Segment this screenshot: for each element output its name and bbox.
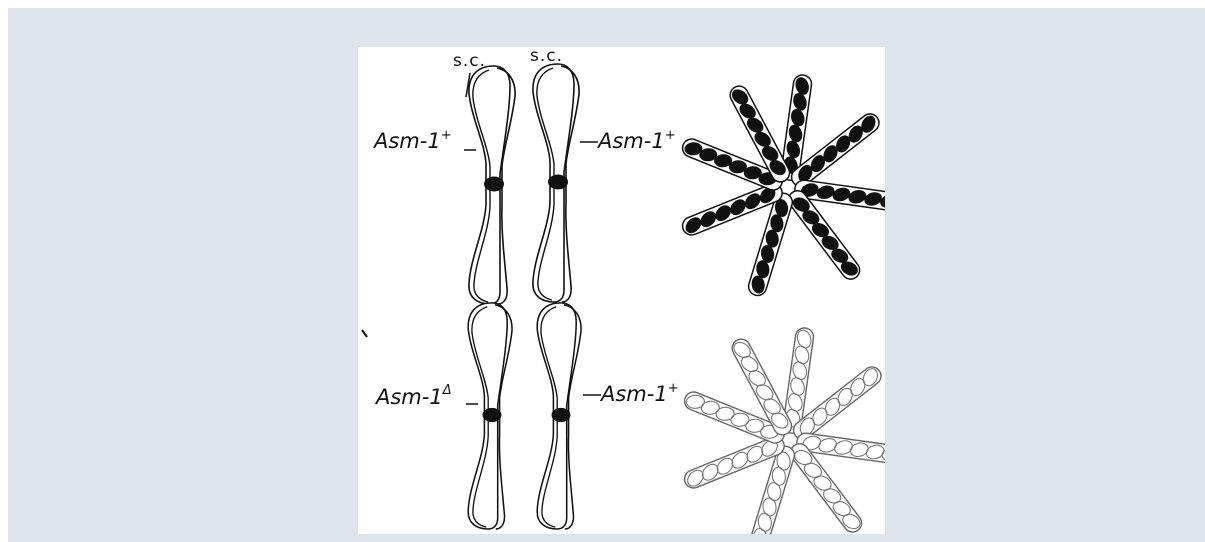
- gene-label-top-right: Asm-1+: [596, 128, 676, 153]
- chromosome-top-left: [469, 66, 515, 304]
- ascus-dark-rosette: [680, 74, 885, 298]
- chromosome-bottom-right: [537, 303, 581, 529]
- gene-label-top-left: Asm-1+: [372, 128, 452, 153]
- sc-label-right: s.c.: [530, 47, 563, 66]
- ascus-light-rosette: [682, 327, 885, 534]
- stray-mark: [362, 330, 367, 337]
- figure-frame: s.c. s.c. Asm-1+ Asm-1+: [8, 8, 1205, 542]
- chromosome-figure: s.c. s.c. Asm-1+ Asm-1+: [358, 47, 885, 534]
- chromosome-bottom-left: [468, 303, 512, 529]
- gene-label-bottom-right: Asm-1+: [599, 381, 679, 406]
- chromosome-top-right: [533, 64, 579, 302]
- figure-canvas: s.c. s.c. Asm-1+ Asm-1+: [358, 47, 885, 534]
- gene-label-bottom-left: Asm-1Δ: [374, 383, 452, 409]
